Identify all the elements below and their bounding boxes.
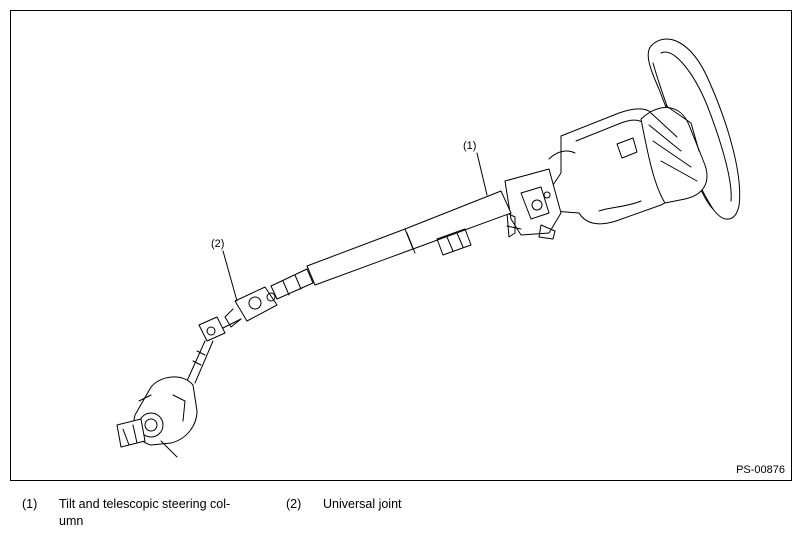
callout-2: (2) xyxy=(211,238,225,250)
figure-frame: (1) (2) PS-00876 xyxy=(10,10,792,481)
steering-column-illustration xyxy=(116,38,741,458)
leader-line-1 xyxy=(476,152,488,196)
legend-text-1-line1: Tilt and telescopic steering col- xyxy=(59,497,231,511)
column-tube xyxy=(306,190,512,286)
callout-1: (1) xyxy=(463,140,477,152)
legend-text-1-line2: umn xyxy=(59,514,84,528)
legend-number-1: (1) xyxy=(22,497,38,511)
intermediate-shaft xyxy=(270,268,314,300)
steering-wheel xyxy=(647,38,741,220)
steering-hub xyxy=(640,104,708,204)
steering-gear xyxy=(116,376,198,458)
legend-text-1: Tilt and telescopic steering col- umn xyxy=(59,496,230,530)
figure-id: PS-00876 xyxy=(736,464,785,476)
legend-text-2: Universal joint xyxy=(323,497,402,511)
tilt-bracket xyxy=(504,168,562,240)
legend-number-2: (2) xyxy=(286,497,302,511)
lower-joint xyxy=(186,316,226,384)
universal-joint xyxy=(216,286,278,332)
leader-line-2 xyxy=(222,250,238,302)
